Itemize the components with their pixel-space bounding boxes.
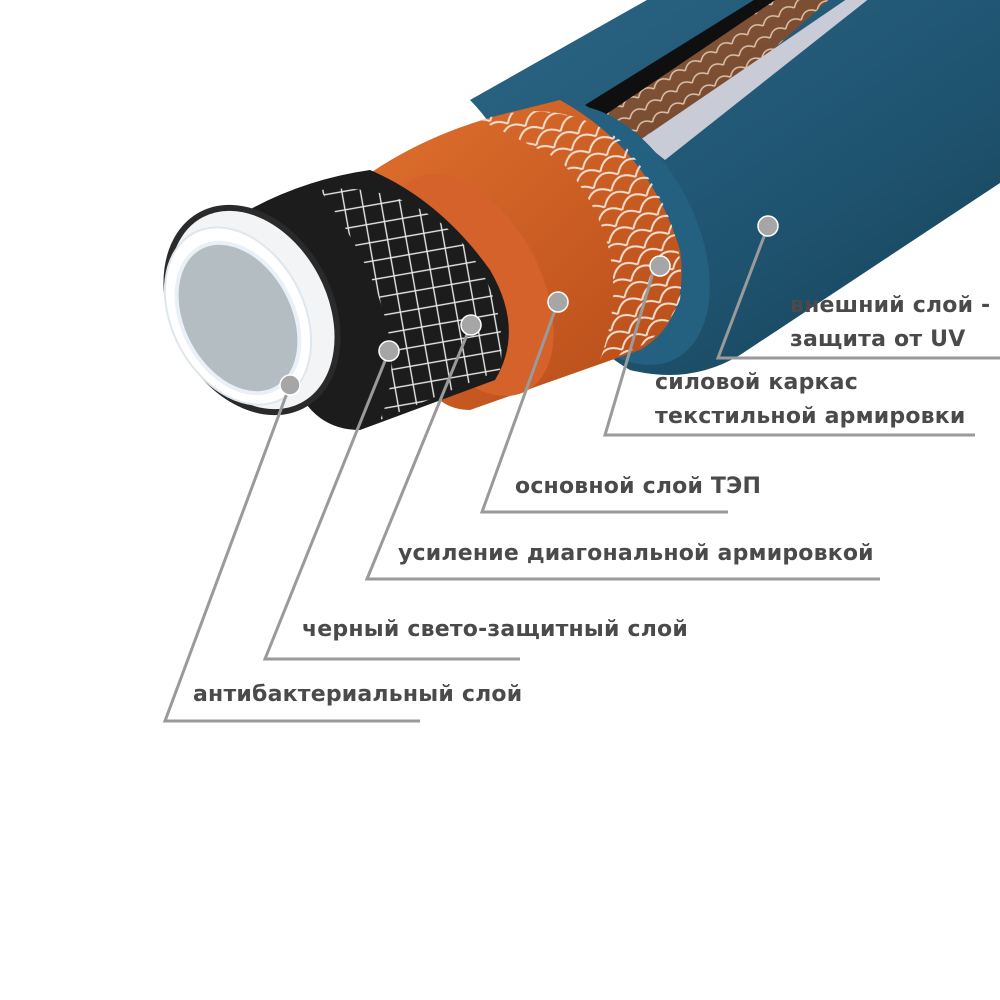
label-frame-line-1: силовой каркас — [655, 370, 858, 395]
label-antibacterial-layer: антибактериальный слой — [193, 678, 522, 712]
label-diagonal-reinforcement: усиление диагональной армировкой — [398, 537, 874, 571]
leader-base — [479, 301, 728, 514]
marker-frame — [649, 255, 671, 277]
marker-diagonal — [460, 314, 482, 336]
label-antibac-line-1: антибактериальный слой — [193, 682, 523, 707]
leader-diagonal — [364, 324, 880, 581]
marker-antibac — [279, 374, 301, 396]
label-frame-line-2: текстильной армировки — [655, 404, 966, 429]
label-outer-layer: внешний слой - защита от UV — [790, 289, 990, 357]
leader-lines — [162, 225, 1000, 723]
leader-outer — [715, 225, 1000, 360]
inner-bore — [174, 240, 302, 396]
marker-black — [378, 340, 400, 362]
layer-markers — [279, 215, 779, 396]
orange-scale-texture — [480, 111, 682, 360]
label-black-layer: черный свето-защитный слой — [302, 613, 688, 647]
leader-black — [262, 350, 520, 661]
label-textile-frame: силовой каркас текстильной армировки — [655, 366, 966, 434]
label-black-line-1: черный свето-защитный слой — [302, 617, 688, 642]
marker-outer — [757, 215, 779, 237]
leader-antibac — [162, 384, 420, 723]
label-diagonal-line-1: усиление диагональной армировкой — [398, 541, 874, 566]
leader-frame — [602, 265, 975, 437]
textile-cutaway-weave — [605, 0, 829, 150]
label-base-line-1: основной слой ТЭП — [515, 474, 762, 499]
textile-cutaway-edge — [640, 0, 868, 160]
label-outer-line-1: внешний слой - — [790, 293, 991, 318]
marker-base — [547, 291, 569, 313]
label-outer-line-2: защита от UV — [790, 327, 966, 352]
label-base-layer: основной слой ТЭП — [515, 470, 761, 504]
